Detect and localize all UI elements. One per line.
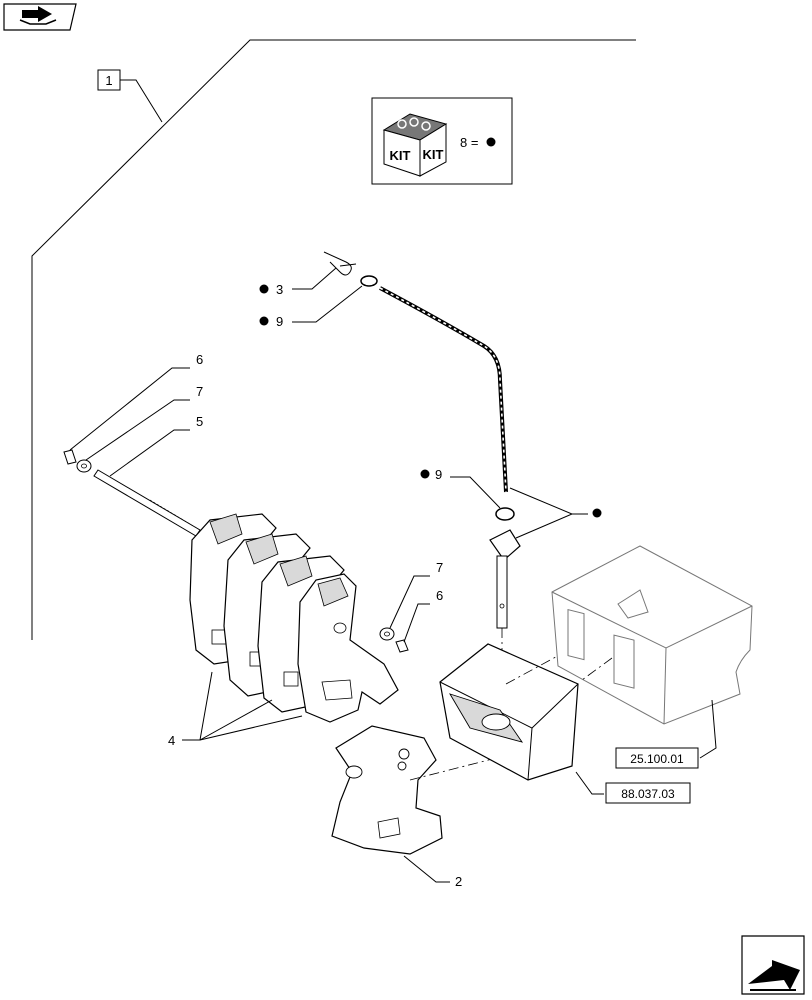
weight-plate-4 — [297, 573, 399, 723]
callout-6-left: 6 — [69, 352, 203, 451]
callout-1: 1 — [97, 69, 163, 123]
front-weights — [189, 513, 399, 723]
kit-box-icon: KIT KIT — [382, 113, 448, 177]
kit-left-label: KIT — [390, 148, 411, 163]
callout-9-top: 9 — [259, 285, 363, 329]
ring-mid — [495, 507, 515, 521]
callout-9-mid-label: 9 — [435, 467, 442, 482]
chain — [379, 286, 508, 493]
callout-3: 3 — [259, 267, 337, 297]
bolt-assembly-left — [63, 449, 201, 537]
callout-3-label: 3 — [276, 282, 283, 297]
bolt-assembly-right — [379, 627, 409, 653]
callout-1-label: 1 — [105, 73, 112, 88]
callout-7-right-label: 7 — [436, 560, 443, 575]
kit-legend-dot — [486, 137, 496, 147]
callout-6-right-label: 6 — [436, 588, 443, 603]
callout-6-right: 6 — [403, 588, 443, 643]
next-page-arrow-icon[interactable] — [741, 935, 805, 995]
callout-7-left: 7 — [85, 384, 203, 461]
callout-9-mid: 9 — [420, 467, 501, 509]
callout-7-right: 7 — [389, 560, 443, 629]
callout-6-left-label: 6 — [196, 352, 203, 367]
group-outline — [31, 39, 636, 640]
bracket — [331, 725, 521, 855]
callout-5-label: 5 — [196, 414, 203, 429]
hitch-housing — [439, 643, 579, 781]
callout-2: 2 — [403, 855, 462, 889]
ring-top — [360, 275, 378, 287]
callout-4-label: 4 — [168, 733, 175, 748]
callout-kit-dot — [509, 487, 602, 539]
kit-legend-box: KIT KIT 8 = — [371, 97, 513, 185]
hitch-pin — [489, 529, 521, 700]
kit-legend-text: 8 = — [460, 135, 478, 150]
kit-right-label: KIT — [423, 147, 444, 162]
callout-2-label: 2 — [455, 874, 462, 889]
reference-frame-label: 25.100.01 — [630, 752, 684, 766]
cotter-pin — [323, 251, 357, 276]
book-arrow-icon[interactable] — [3, 3, 77, 31]
callout-4: 4 — [168, 671, 303, 748]
reference-88-037-03[interactable]: 88.037.03 — [575, 771, 691, 804]
callout-7-left-label: 7 — [196, 384, 203, 399]
callout-9-top-label: 9 — [276, 314, 283, 329]
tractor-frame — [551, 545, 753, 725]
reference-25-100-01[interactable]: 25.100.01 — [615, 699, 717, 769]
reference-hitch-label: 88.037.03 — [621, 787, 675, 801]
callout-5: 5 — [109, 414, 203, 477]
